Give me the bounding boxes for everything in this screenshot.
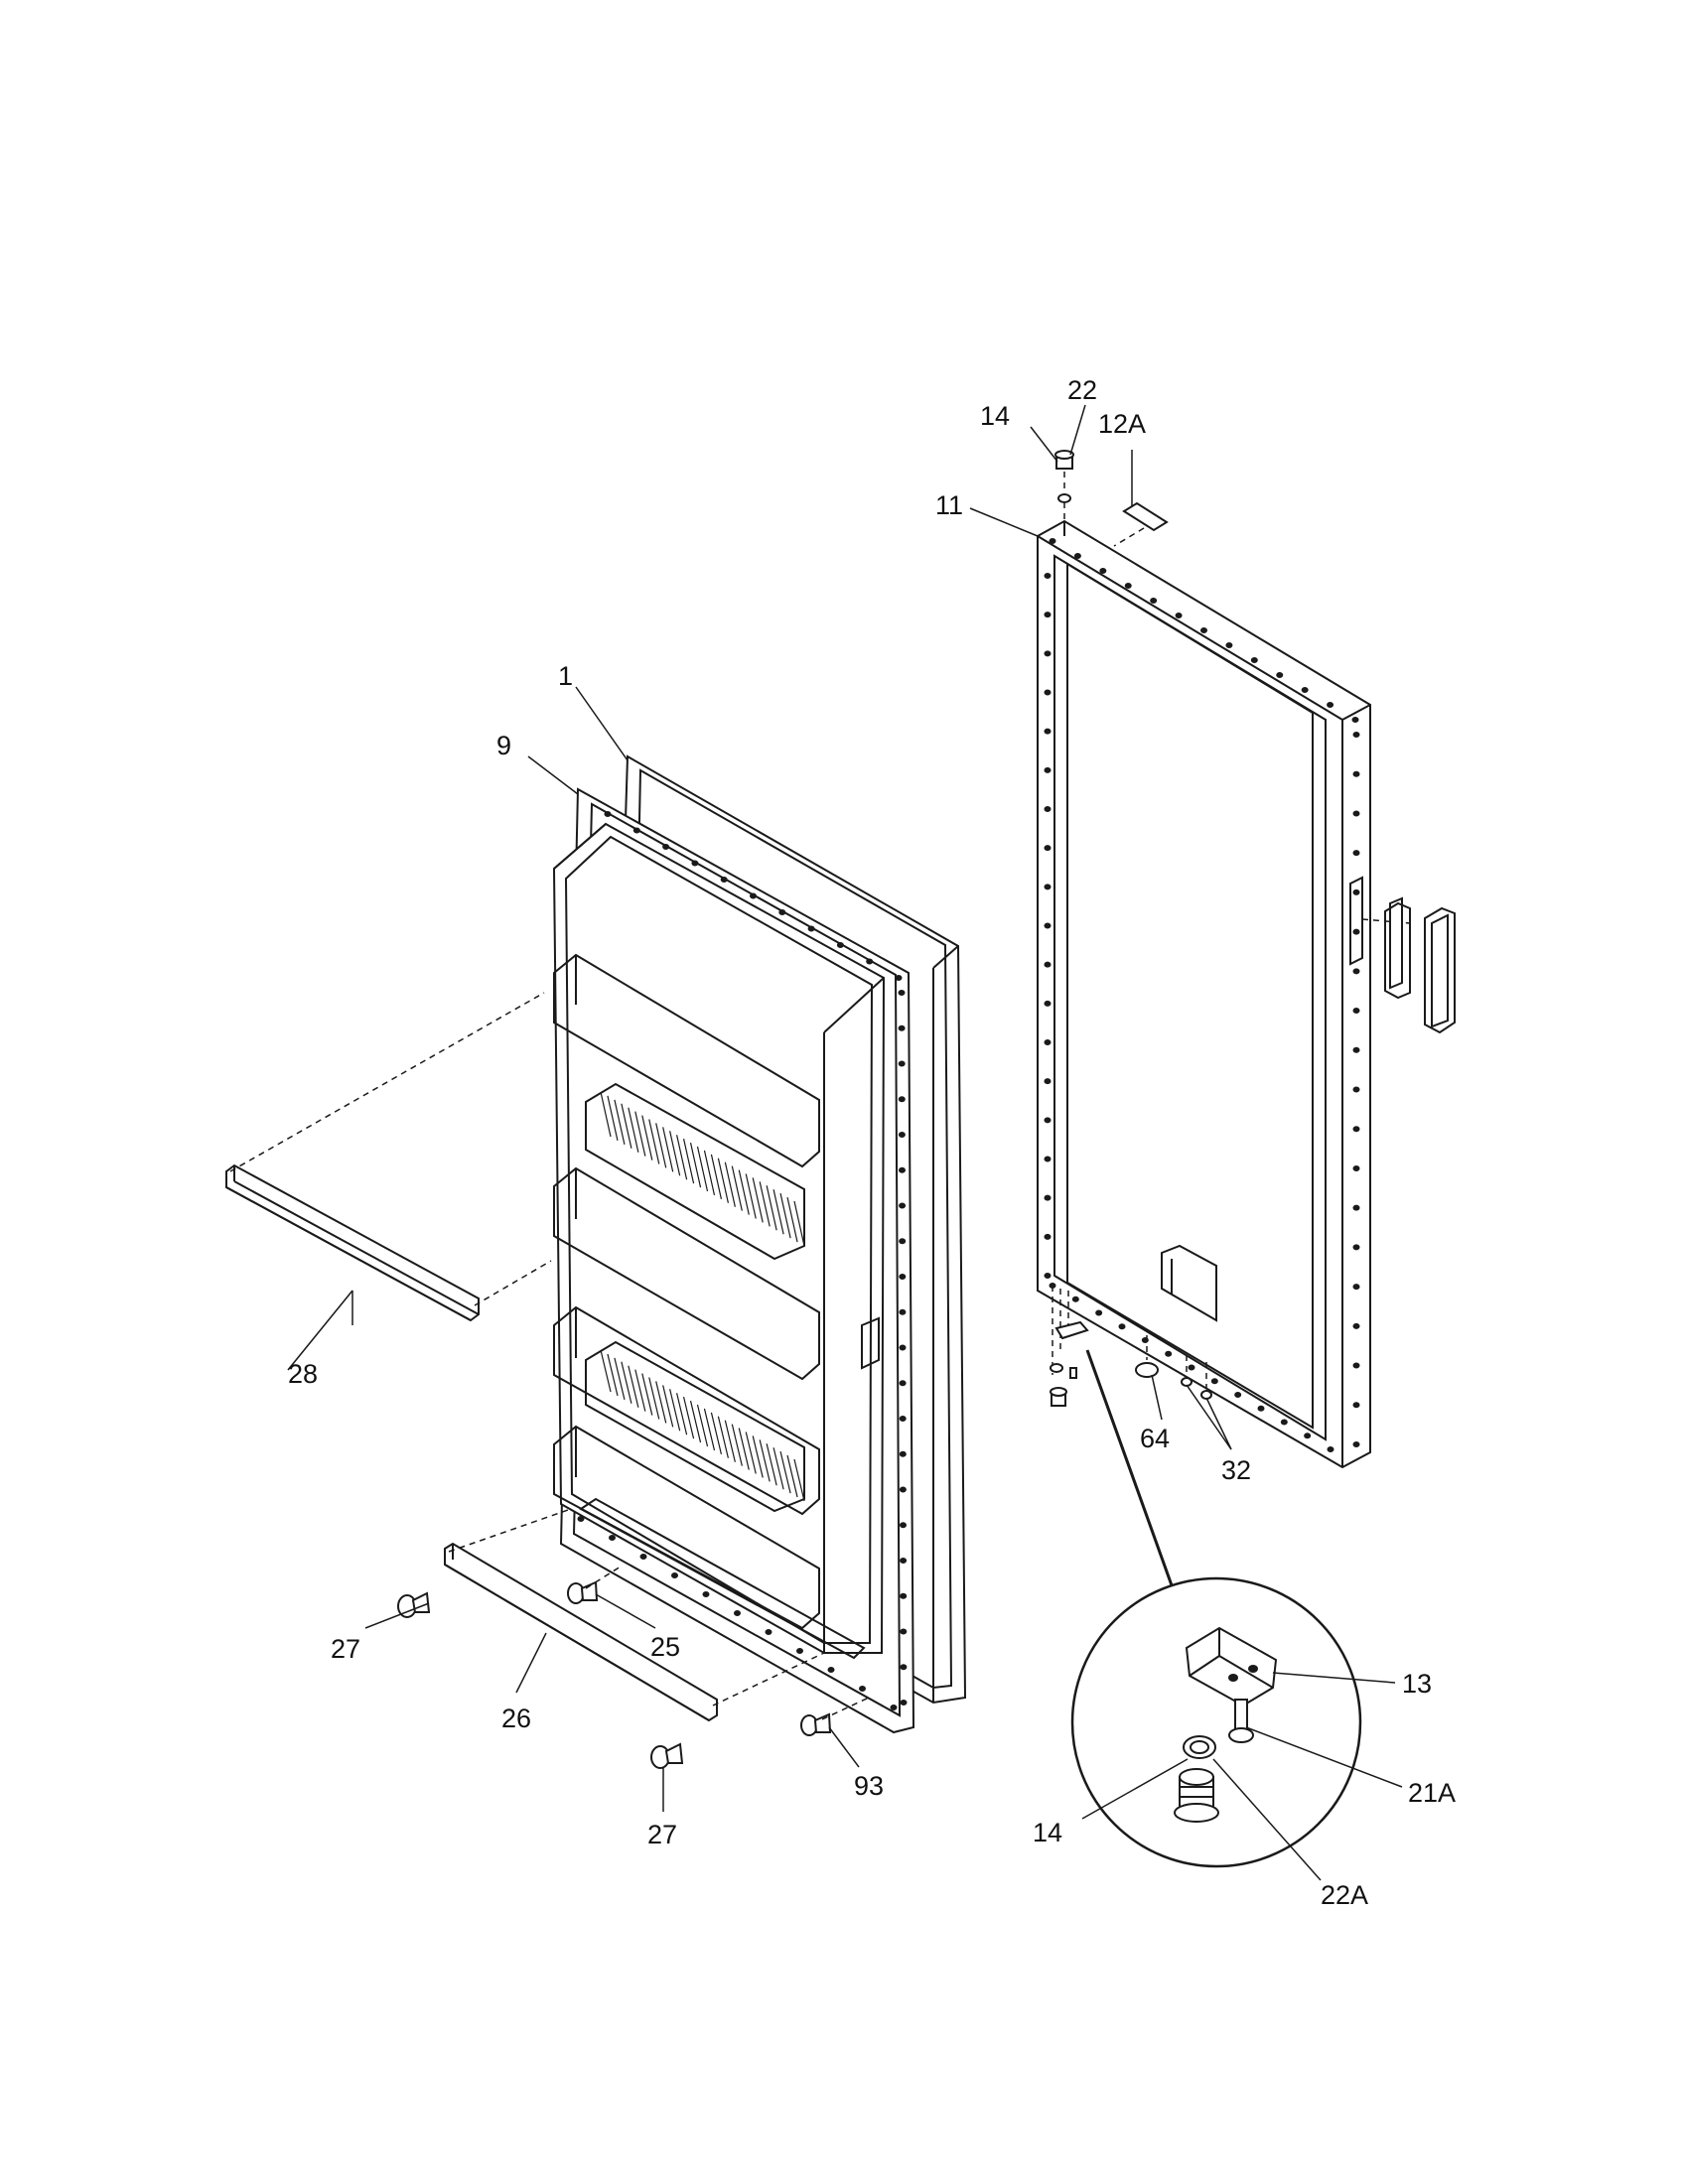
door-liner-assembly: [552, 754, 967, 1734]
door-handle-trim: [1384, 896, 1456, 1034]
label-part-22a: 22A: [1321, 1880, 1368, 1910]
bottom-retainer-bar-26: [444, 1508, 825, 1722]
shelf-retainer-bar-28: [225, 992, 552, 1322]
label-part-22-top: 22: [1067, 375, 1097, 405]
label-part-9: 9: [496, 731, 511, 760]
label-part-28: 28: [288, 1359, 318, 1389]
screw-25: [567, 1566, 622, 1604]
hinge-pin-22-top: [1054, 450, 1074, 528]
label-part-11: 11: [935, 490, 963, 520]
label-part-1: 1: [558, 661, 573, 691]
label-part-27-bottom: 27: [647, 1820, 677, 1849]
label-part-64: 64: [1140, 1424, 1170, 1453]
label-part-14-top: 14: [980, 401, 1010, 431]
hinge-detail-circle: [1070, 1576, 1362, 1868]
label-part-25: 25: [650, 1632, 680, 1662]
label-part-12a: 12A: [1098, 409, 1146, 439]
label-part-26: 26: [501, 1704, 531, 1733]
label-part-32: 32: [1221, 1455, 1251, 1485]
label-part-13: 13: [1402, 1669, 1432, 1699]
door-shelf-bars: [553, 953, 820, 1630]
liner-screw-holes: [577, 811, 908, 1710]
label-part-14-detail: 14: [1033, 1818, 1062, 1847]
part-labels: 1 9 11 14 22 12A 28 64 32 13 21A 14 22A …: [288, 375, 1456, 1910]
outer-door-frame-11: [1037, 519, 1411, 1469]
push-pin-27-bottom: [650, 1742, 684, 1769]
ribbed-shelf-inserts: [585, 1082, 805, 1513]
frame-screw-holes: [1044, 538, 1360, 1452]
screw-93: [800, 1697, 870, 1736]
label-part-27-left: 27: [331, 1634, 360, 1664]
label-part-93: 93: [854, 1771, 884, 1801]
bottom-hinge-parts: [1050, 1286, 1212, 1586]
leader-lines: [287, 404, 1403, 1881]
label-part-21a: 21A: [1408, 1778, 1456, 1808]
label-plate-12a: [1113, 450, 1169, 547]
